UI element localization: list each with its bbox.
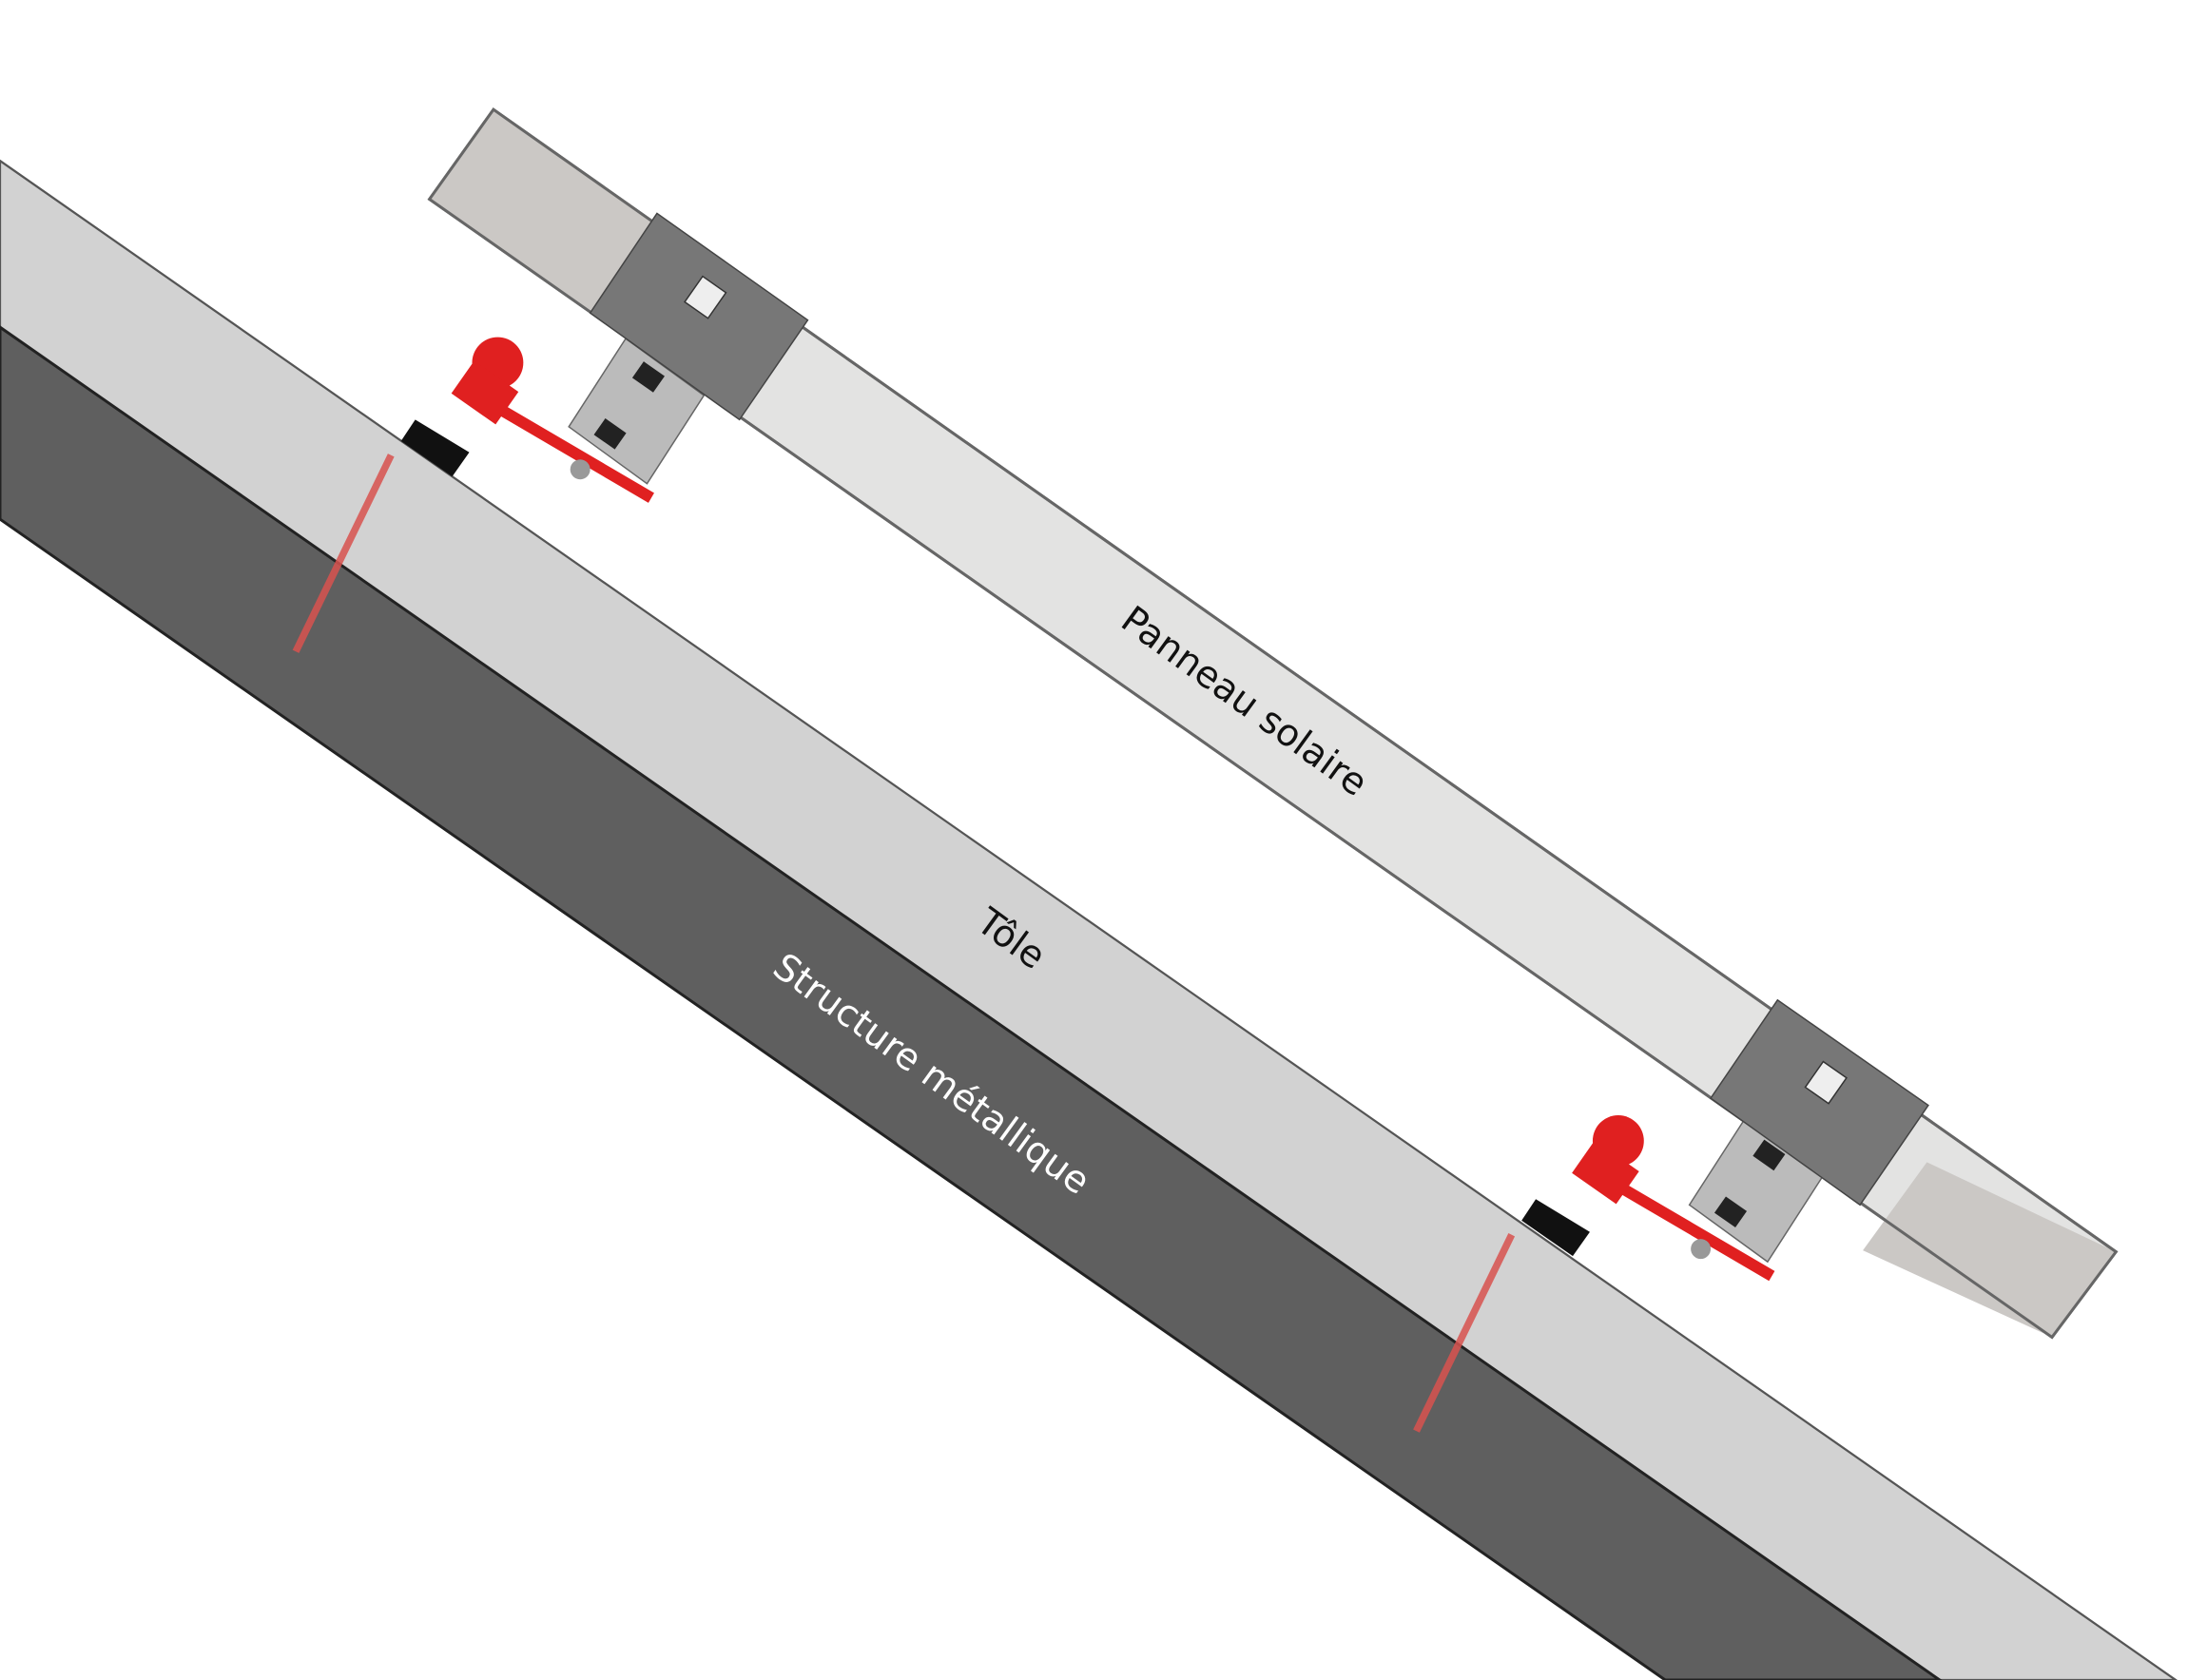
screw-right <box>1413 1233 1516 1433</box>
clamp-assembly-right <box>1521 998 1929 1282</box>
metal-structure <box>0 325 1943 1680</box>
solar-panel <box>427 107 2119 1340</box>
sheet-metal <box>0 159 2178 1680</box>
screw-left <box>292 454 395 653</box>
clamp-assembly-left <box>400 212 809 503</box>
